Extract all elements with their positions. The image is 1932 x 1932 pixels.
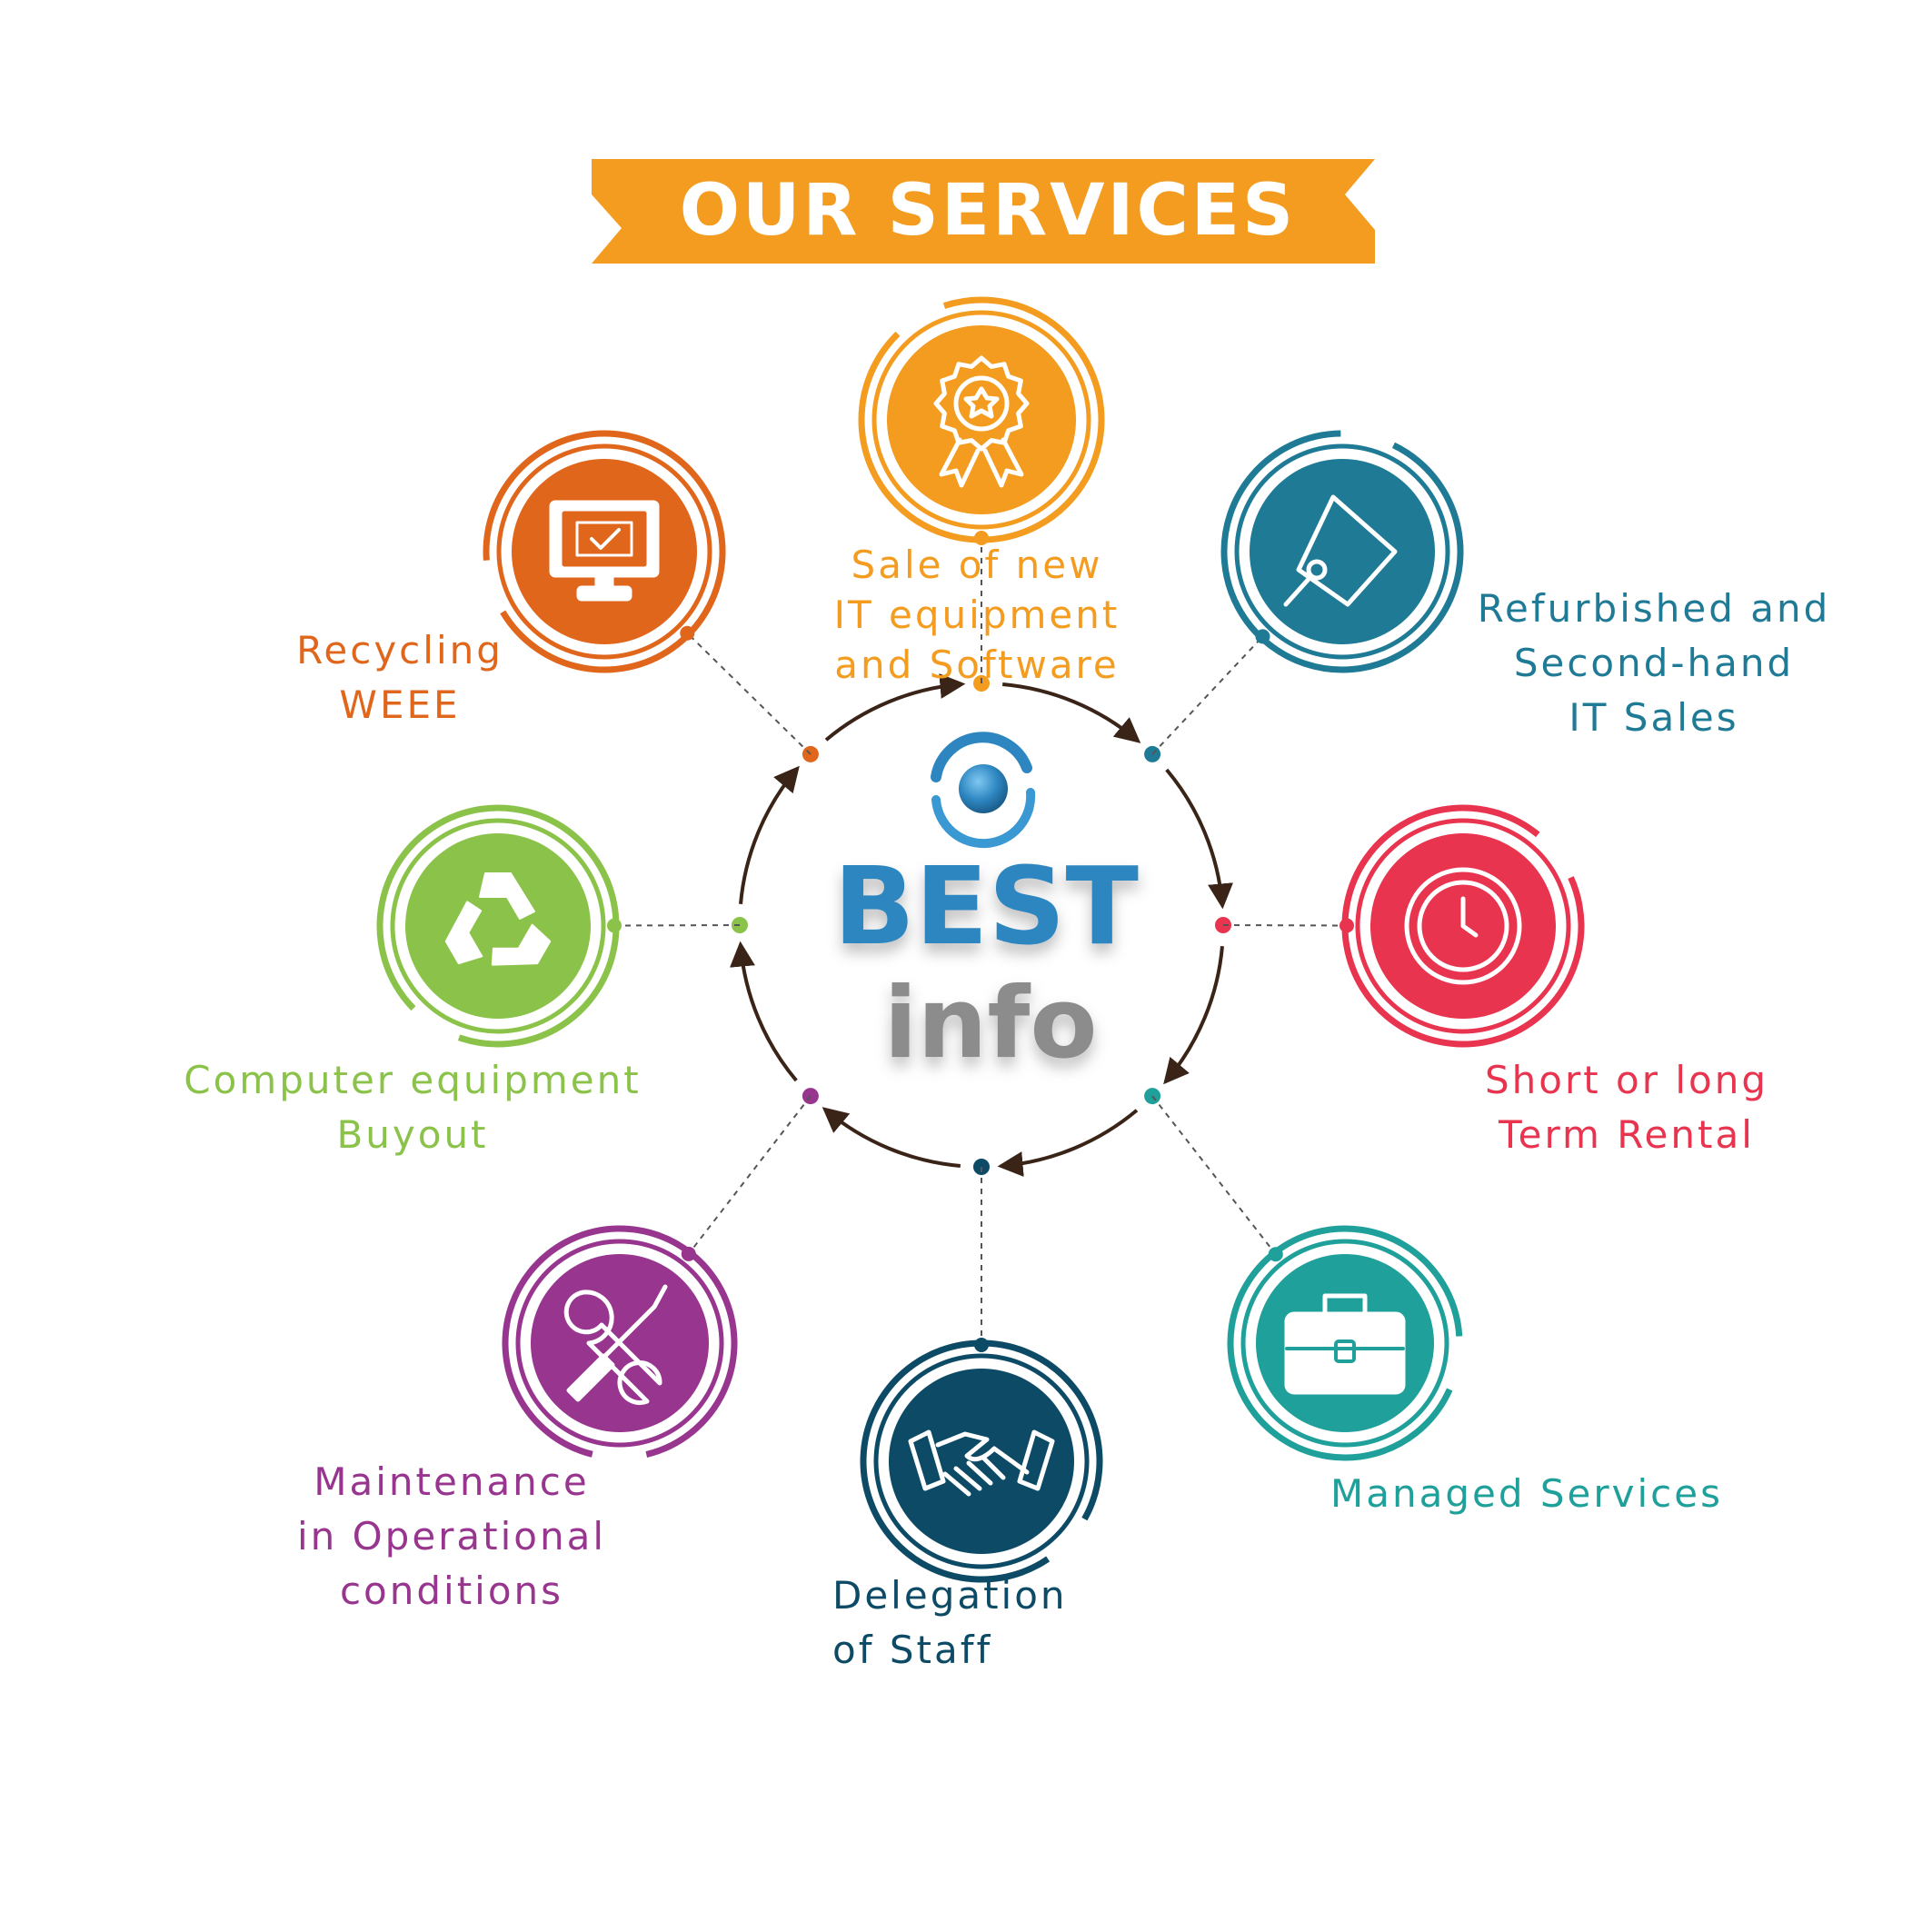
service-label-recycling-line-1: Recycling [296, 628, 503, 672]
award-ribbon-icon [933, 355, 1030, 488]
cycle-arrow [739, 765, 800, 904]
connector-line [686, 632, 812, 755]
service-label-managed-line-1: Managed Services [1330, 1471, 1723, 1516]
node-outer-ring [858, 296, 1105, 543]
service-label-buyout-line-1: Computer equipment [184, 1058, 641, 1102]
node-inner-ring [496, 443, 712, 660]
node-outer-ring [376, 804, 620, 1048]
node-inner-ring [871, 310, 1091, 530]
banner-title: OUR SERVICES [680, 170, 1296, 252]
cycle-arrow [1165, 768, 1233, 910]
service-label-refurbished-line-3: IT Sales [1569, 695, 1738, 740]
cycle-arrow [824, 673, 966, 742]
services-banner: OUR SERVICES [592, 159, 1375, 264]
service-label-sale-new-it-line-3: and Software [834, 642, 1120, 687]
service-label-maintenance-line-1: Maintenance [314, 1459, 589, 1504]
connector-line [687, 1095, 812, 1255]
connector-line [1151, 1095, 1277, 1255]
node-disc [887, 325, 1076, 514]
service-label-rental-line-2: Term Rental [1498, 1112, 1755, 1157]
best-info-logo: BEST info [833, 732, 1139, 1081]
cycle-arrow [997, 1109, 1139, 1177]
logo-line2: info [883, 967, 1097, 1081]
price-tag-icon [1283, 494, 1398, 607]
node-outer-ring [483, 430, 726, 673]
service-label-delegation-line-1: Delegation [832, 1573, 1068, 1618]
service-label-rental-line-1: Short or long [1485, 1058, 1768, 1102]
service-node-delegation: Delegation of Staff [832, 1339, 1103, 1672]
banner-ribbon [592, 159, 1375, 264]
node-outer-ring [1220, 430, 1464, 673]
logo-swoosh [931, 732, 1032, 782]
handshake-icon [908, 1429, 1055, 1497]
node-inner-ring [873, 1353, 1090, 1569]
recycle-icon [444, 872, 552, 966]
node-outer-ring [1227, 1225, 1463, 1461]
clock-icon [1404, 867, 1522, 985]
node-inner-ring [390, 818, 606, 1034]
cycle-arrow [730, 941, 798, 1082]
wrench-screwdriver-icon [563, 1284, 668, 1405]
service-label-sale-new-it-line-1: Sale of new [851, 543, 1103, 587]
monitor-check-icon [549, 500, 660, 602]
node-disc [1250, 459, 1435, 644]
service-label-sale-new-it-line-2: IT equipment [834, 593, 1120, 637]
service-node-maintenance: Maintenance in Operational conditions [297, 1225, 738, 1613]
service-node-managed: Managed Services [1227, 1225, 1723, 1516]
briefcase-icon [1284, 1293, 1406, 1395]
connector-line [1222, 924, 1348, 927]
service-label-delegation-line-2: of Staff [832, 1628, 992, 1672]
service-label-recycling-line-2: WEEE [339, 682, 460, 727]
service-label-refurbished-line-1: Refurbished and [1478, 586, 1831, 631]
node-inner-ring [1240, 1239, 1449, 1448]
logo-orb-icon [959, 764, 1008, 813]
service-label-buyout-line-2: Buyout [336, 1112, 488, 1157]
logo-line1: BEST [833, 843, 1139, 969]
service-label-maintenance-line-2: in Operational [297, 1514, 606, 1559]
node-outer-ring [502, 1225, 738, 1461]
node-outer-ring [1341, 804, 1585, 1048]
logo-swoosh-lower [931, 788, 1036, 849]
cycle-arrow [822, 1107, 961, 1168]
service-node-sale-new-it: Sale of new IT equipment and Software [834, 296, 1120, 687]
service-label-maintenance-line-3: conditions [340, 1569, 563, 1613]
node-disc [889, 1369, 1074, 1554]
connector-line [613, 924, 741, 927]
cycle-arrow [1163, 946, 1224, 1085]
center-cycle [730, 673, 1233, 1177]
node-inner-ring [1355, 818, 1571, 1034]
node-outer-ring [860, 1339, 1103, 1583]
connector-line [1151, 635, 1264, 755]
cycle-arrow [1002, 682, 1141, 743]
node-inner-ring [1234, 443, 1450, 660]
node-inner-ring [515, 1239, 724, 1448]
service-label-refurbished-line-2: Second-hand [1514, 641, 1794, 685]
